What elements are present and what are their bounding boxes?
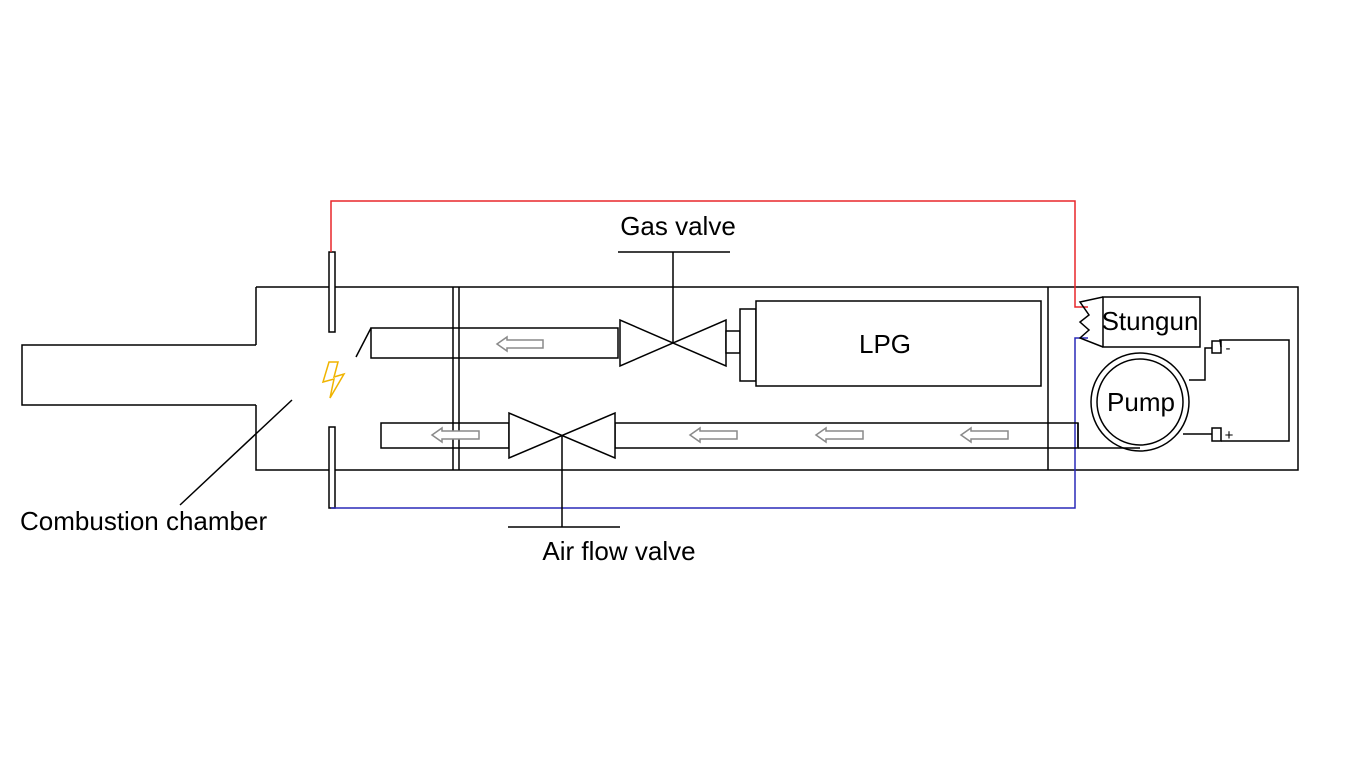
gas-tube xyxy=(355,327,619,359)
lightning-bolt-icon xyxy=(321,361,346,399)
barrel xyxy=(21,344,256,406)
gas-valve xyxy=(618,251,730,368)
lower-electrode xyxy=(328,426,336,509)
stungun xyxy=(1078,296,1201,348)
left-arrow-icon xyxy=(959,426,1009,444)
lpg-label: LPG xyxy=(859,329,911,359)
pump-label: Pump xyxy=(1107,387,1175,417)
terminal-negative: - xyxy=(1226,340,1231,357)
left-arrow-icon xyxy=(495,335,544,353)
positive-wire xyxy=(330,200,1088,308)
lpg-tank xyxy=(725,300,1042,387)
battery-circuit xyxy=(1183,339,1290,442)
left-arrow-icon xyxy=(430,426,480,444)
air-flow-valve xyxy=(508,411,620,528)
left-arrow-icon xyxy=(688,426,738,444)
terminal-positive: + xyxy=(1225,427,1234,444)
upper-electrode xyxy=(328,251,336,333)
combustion-chamber-leader xyxy=(179,399,293,506)
pump xyxy=(1077,352,1190,452)
gas-valve-label: Gas valve xyxy=(620,211,736,241)
air-flow-valve-label: Air flow valve xyxy=(542,536,695,566)
left-arrow-icon xyxy=(814,426,864,444)
stungun-label: Stungun xyxy=(1102,306,1199,336)
flow-arrows xyxy=(430,335,1009,444)
combustion-chamber-label: Combustion chamber xyxy=(20,506,267,536)
